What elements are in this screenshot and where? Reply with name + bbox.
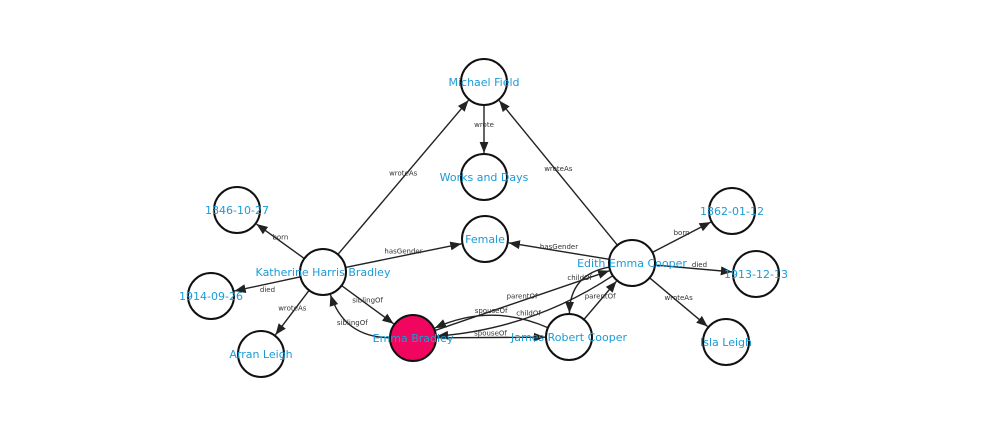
node-circle[interactable] — [187, 272, 235, 320]
node-works-and-days[interactable]: Works and Days — [440, 153, 529, 201]
edge-label: siblingOf — [352, 297, 383, 305]
node-label: James Robert Cooper — [510, 331, 628, 344]
edge-died: died — [654, 261, 733, 276]
node-label: 1913-12-13 — [724, 268, 788, 281]
edge-hasgender: hasGender — [508, 240, 610, 260]
node-arran[interactable]: Arran Leigh — [229, 330, 293, 378]
node-label: Isla Leigh — [700, 336, 752, 349]
node-circle[interactable] — [702, 318, 750, 366]
node-michael-field[interactable]: Michael Field — [448, 58, 520, 106]
node-circle[interactable] — [237, 330, 285, 378]
edge-spouseof: spouseOf — [435, 330, 546, 342]
edge-label: spouseOf — [474, 330, 507, 338]
edge-line — [498, 100, 618, 246]
edge-hasgender: hasGender — [345, 241, 462, 269]
edge-childof: childOf — [565, 266, 610, 314]
edge-line — [436, 275, 614, 340]
edge-line — [508, 240, 610, 260]
edge-label: childOf — [567, 274, 592, 282]
edge-label: hasGender — [384, 248, 422, 256]
edge-label: wroteAs — [544, 165, 573, 173]
node-label: Works and Days — [440, 171, 529, 184]
node-circle[interactable] — [213, 186, 261, 234]
node-circle[interactable] — [460, 58, 508, 106]
edge-label: wrote — [474, 121, 494, 129]
edge-line — [234, 276, 301, 294]
edge-line — [652, 221, 712, 254]
edge-line — [649, 277, 709, 328]
edge-label: childOf — [516, 309, 541, 317]
edge-label: died — [260, 286, 275, 294]
edge-wroteas: wroteAs — [337, 99, 470, 255]
edge-label: hasGender — [540, 243, 578, 251]
edge-label: spouseOf — [475, 307, 508, 315]
edge-siblingof: siblingOf — [341, 285, 395, 325]
edge-siblingof: siblingOf — [329, 294, 391, 339]
node-label: Katherine Harris Bradley — [256, 266, 391, 279]
node-circle[interactable] — [732, 250, 780, 298]
edge-line — [337, 99, 470, 255]
edge-born: born — [256, 223, 305, 260]
edge-label: born — [272, 233, 288, 241]
edge-wroteas: wroteAs — [498, 100, 618, 246]
node-eec[interactable]: Edith Emma Cooper — [577, 239, 687, 287]
edge-wroteas: wroteAs — [649, 277, 709, 328]
node-circle[interactable] — [299, 248, 347, 296]
edge-line — [565, 266, 610, 314]
node-isla[interactable]: Isla Leigh — [700, 318, 752, 366]
node-circle[interactable] — [460, 153, 508, 201]
edge-wrote: wrote — [474, 105, 494, 153]
edge-label: parentOf — [507, 293, 538, 301]
node-label: Michael Field — [448, 76, 519, 89]
node-circle[interactable] — [389, 314, 437, 362]
edge-label: born — [674, 229, 690, 237]
edge-line — [341, 285, 395, 325]
edge-line — [654, 264, 733, 276]
node-khb-died[interactable]: 1914-09-26 — [179, 272, 243, 320]
edge-line — [329, 294, 391, 339]
edge-line — [434, 314, 549, 329]
edge-line — [583, 280, 617, 320]
node-khb-born[interactable]: 1846-10-27 — [205, 186, 269, 234]
edge-born: born — [652, 221, 712, 254]
node-label: Edith Emma Cooper — [577, 257, 687, 270]
node-eec-born[interactable]: 1862-01-12 — [700, 187, 764, 235]
edge-childof: childOf — [436, 275, 614, 340]
edge-label: wroteAs — [665, 294, 694, 302]
edge-parentof: parentOf — [583, 280, 617, 320]
edge-label: died — [692, 261, 707, 269]
edge-label: parentOf — [585, 292, 616, 300]
edge-line — [435, 332, 546, 342]
edge-wroteas: wroteAs — [274, 289, 310, 336]
edge-died: died — [234, 276, 301, 294]
node-label: Female — [465, 233, 505, 246]
node-khb[interactable]: Katherine Harris Bradley — [256, 248, 391, 296]
node-circle[interactable] — [461, 215, 509, 263]
edge-line — [256, 223, 305, 260]
edge-label: wroteAs — [278, 305, 307, 313]
edge-line — [274, 289, 310, 336]
node-label: Emma Bradley — [373, 332, 454, 345]
node-label: 1862-01-12 — [700, 205, 764, 218]
edge-spouseof: spouseOf — [434, 307, 549, 329]
node-label: Arran Leigh — [229, 348, 292, 361]
node-female[interactable]: Female — [461, 215, 509, 263]
edge-label: wroteAs — [389, 169, 418, 177]
node-emma[interactable]: Emma Bradley — [373, 314, 454, 362]
node-eec-died[interactable]: 1913-12-13 — [724, 250, 788, 298]
edge-label: siblingOf — [337, 319, 368, 327]
edge-line — [345, 241, 462, 269]
node-label: 1846-10-27 — [205, 204, 269, 217]
node-circle[interactable] — [708, 187, 756, 235]
node-circle[interactable] — [545, 313, 593, 361]
node-label: 1914-09-26 — [179, 290, 243, 303]
node-circle[interactable] — [608, 239, 656, 287]
node-james[interactable]: James Robert Cooper — [510, 313, 628, 361]
